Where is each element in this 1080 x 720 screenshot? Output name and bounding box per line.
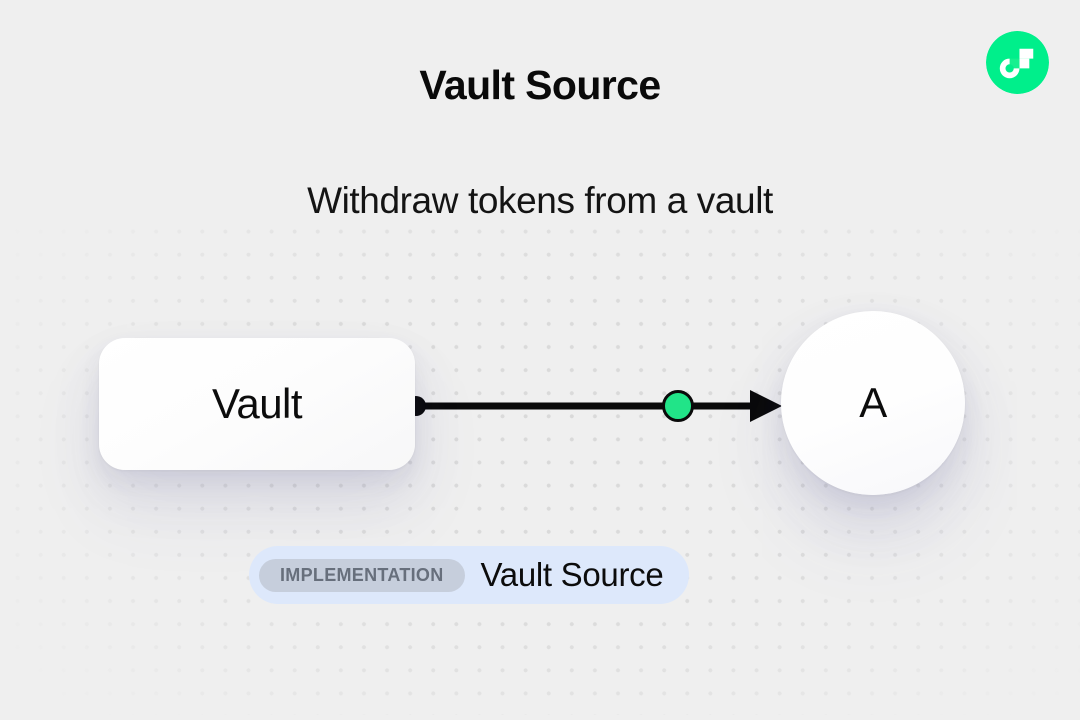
page-subtitle: Withdraw tokens from a vault [307, 180, 773, 221]
arrow-right-icon [750, 390, 782, 422]
active-connector-icon[interactable] [662, 390, 694, 422]
node-a[interactable]: A [781, 311, 965, 495]
flow-logo-icon [986, 31, 1049, 94]
node-vault-label: Vault [211, 380, 303, 427]
implementation-name: Vault Source [480, 556, 664, 593]
implementation-badge[interactable]: IMPLEMENTATION Vault Source [249, 546, 690, 604]
node-a-label: A [859, 379, 887, 426]
page-title: Vault Source [419, 62, 661, 108]
implementation-chip-label: IMPLEMENTATION [259, 558, 465, 592]
node-vault[interactable]: Vault [99, 338, 415, 470]
